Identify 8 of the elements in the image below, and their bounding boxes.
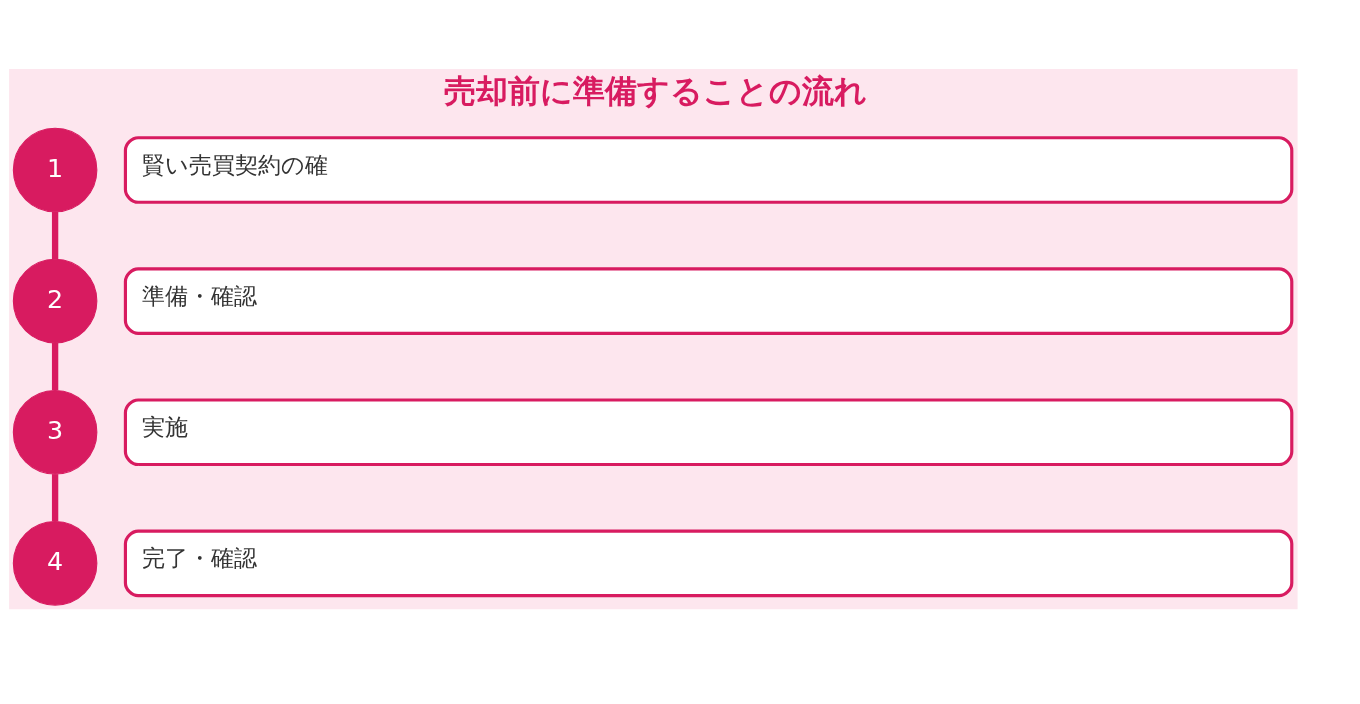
connector xyxy=(51,473,59,521)
node-circle: 3 xyxy=(12,389,98,475)
connector xyxy=(51,342,59,390)
node-circle: 4 xyxy=(12,520,98,606)
node-circle: 2 xyxy=(12,258,98,343)
node-circle: 1 xyxy=(12,127,98,212)
diagram-title: 売却前に準備することの流れ xyxy=(443,72,867,109)
connector xyxy=(51,211,59,259)
